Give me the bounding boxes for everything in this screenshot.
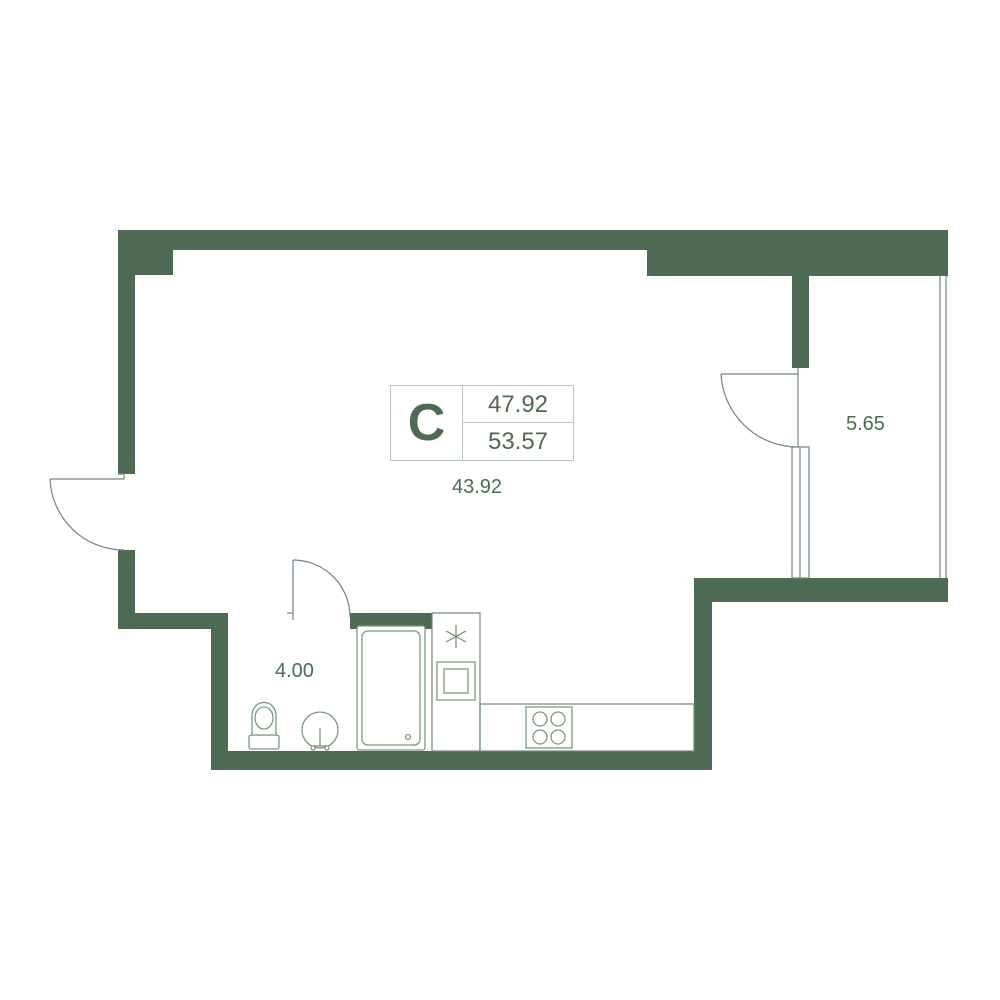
living-room-area: 43.92 (452, 476, 503, 498)
total-area-with-balcony: 53.57 (487, 428, 549, 455)
bathroom-area: 4.00 (275, 660, 314, 682)
total-area: 47.92 (463, 386, 573, 423)
wall-top-left-pier (135, 250, 173, 275)
entrance-door (49, 473, 125, 551)
bathroom-door (287, 559, 351, 620)
bathtub-icon (356, 625, 426, 751)
wall-top-right-block (647, 250, 948, 276)
stove-icon (525, 706, 573, 749)
kitchen-counter (431, 612, 695, 752)
oven-icon (436, 661, 476, 701)
ventilation-icon (445, 625, 467, 648)
wall-left-lower (118, 550, 135, 629)
wall-bathroom-left (211, 613, 228, 770)
wall-top (118, 230, 948, 250)
wall-bathroom-top (350, 613, 432, 629)
wall-left-upper (118, 230, 135, 474)
wall-right-lower (694, 585, 712, 770)
balcony-door (720, 368, 799, 448)
wall-bottom-left (118, 613, 228, 629)
toilet-icon (248, 701, 280, 750)
apartment-type-letter: C (391, 386, 463, 460)
walls (118, 230, 948, 770)
apartment-type-badge: C 47.92 53.57 (390, 385, 574, 461)
balcony-glazing (939, 276, 947, 578)
wall-bottom (211, 751, 712, 770)
balcony-window (791, 446, 810, 579)
wall-right-step (694, 578, 948, 602)
balcony-area: 5.65 (846, 413, 885, 435)
sink-icon (301, 711, 339, 751)
wall-balcony-right-top (930, 250, 948, 276)
wall-partition (792, 276, 809, 368)
